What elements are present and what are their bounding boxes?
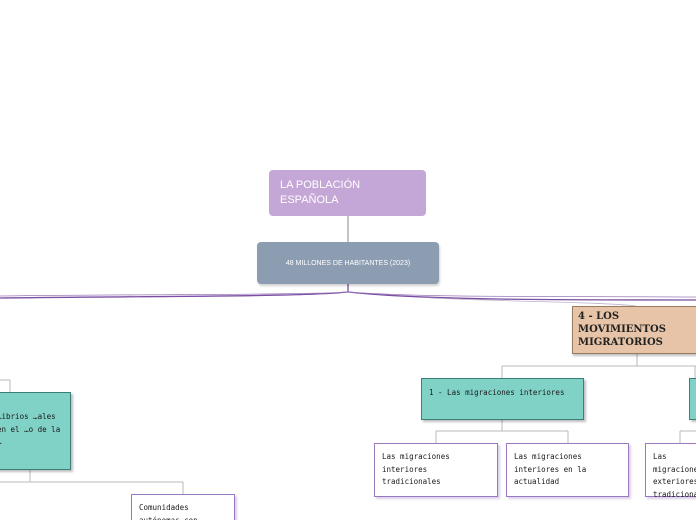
leaf-current-internal-label: Las migraciones interiores en la actuali… — [514, 452, 587, 486]
leaf-traditional-internal[interactable]: Las migraciones interiores tradicionales — [374, 443, 498, 497]
imbalances-label: …ibrios …ales en el …o de la … — [0, 412, 61, 446]
external-migrations-node[interactable] — [689, 378, 696, 420]
internal-migrations-label: 1 - Las migraciones interiores — [429, 388, 565, 397]
connector-trunk-right — [347, 291, 696, 301]
leaf-traditional-internal-label: Las migraciones interiores tradicionales — [382, 452, 450, 486]
connector-to-section4 — [429, 297, 637, 307]
section-migratory-movements-label: 4 - LOS MOVIMIENTOS MIGRATORIOS — [578, 311, 666, 348]
population-node[interactable]: 48 MILLONES DE HABITANTES (2023) — [257, 242, 439, 284]
connector-trunk-left-2 — [0, 291, 349, 297]
leaf-current-internal[interactable]: Las migraciones interiores en la actuali… — [506, 443, 629, 497]
leaf-autonomous-communities-label: Comunidades autónomas con — [139, 503, 198, 520]
leaf-traditional-external[interactable]: Las migraciones exteriores tradicionales — [645, 443, 696, 499]
internal-migrations-node[interactable]: 1 - Las migraciones interiores — [421, 378, 584, 420]
imbalances-node[interactable]: …ibrios …ales en el …o de la … — [0, 392, 71, 470]
root-topic-node[interactable]: LA POBLACIÓN ESPAÑOLA — [269, 170, 426, 216]
section-migratory-movements-node[interactable]: 4 - LOS MOVIMIENTOS MIGRATORIOS — [572, 306, 696, 354]
root-topic-label: LA POBLACIÓN ESPAÑOLA — [280, 179, 361, 206]
leaf-autonomous-communities[interactable]: Comunidades autónomas con — [131, 494, 235, 520]
population-label: 48 MILLONES DE HABITANTES (2023) — [285, 259, 411, 267]
connector-trunk-right-2 — [347, 291, 696, 298]
leaf-traditional-external-label: Las migraciones exteriores tradicionales — [653, 452, 696, 499]
connector-trunk-left — [0, 291, 349, 299]
